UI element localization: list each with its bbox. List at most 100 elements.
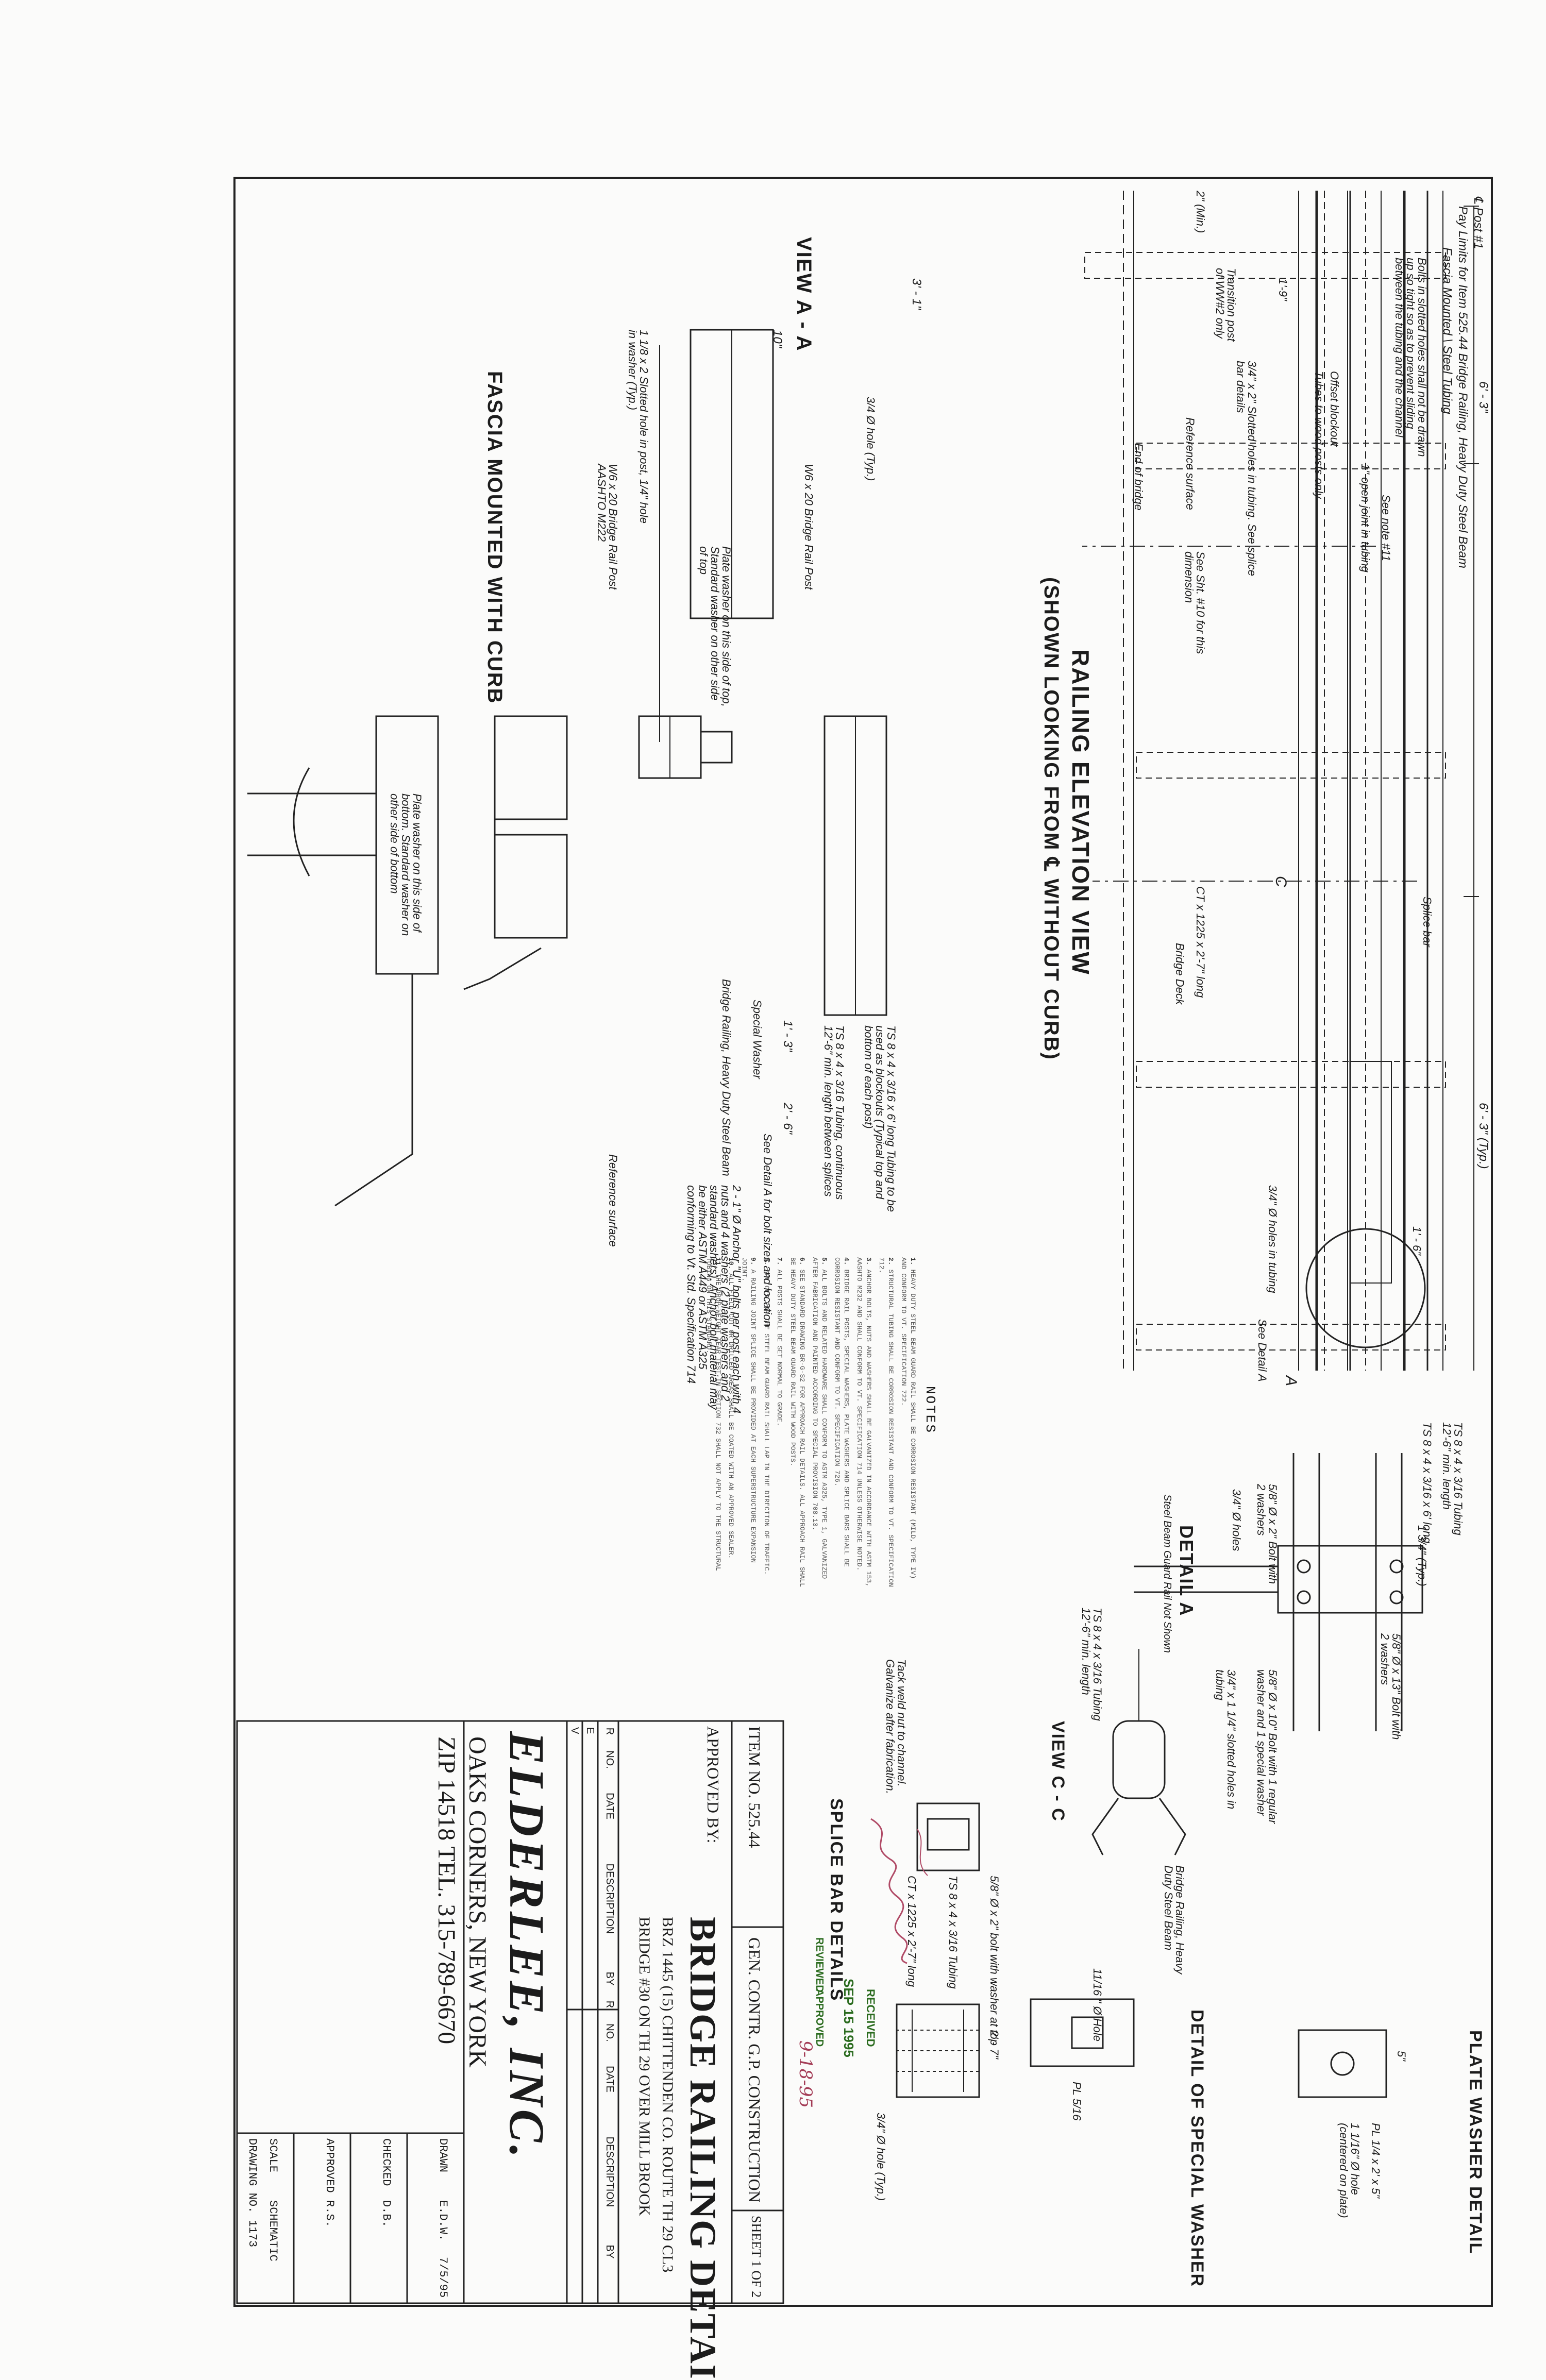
- scale-label: SCALE: [266, 2138, 279, 2173]
- view-cc-rail: Bridge Railing, Heavy Duty Steel Beam: [1162, 1865, 1186, 1974]
- view-aa-title: VIEW A - A: [793, 237, 815, 352]
- drawn-date: 7/5/95: [436, 2257, 449, 2298]
- company-address: OAKS CORNERS, NEW YORK: [464, 1736, 491, 2068]
- dim-1-6-label: 1' - 6": [1410, 1226, 1423, 1256]
- view-cc-ts: TS 8 x 4 x 3/16 Tubing 12'-6" min. lengt…: [1080, 1608, 1104, 1721]
- see-note-label: See note #11: [1380, 495, 1392, 562]
- ties-note-label: Tubes to wood posts only: [1313, 371, 1325, 499]
- dim-2-min-label: 2" (Min.): [1194, 191, 1207, 233]
- checked-label: CHECKED: [380, 2138, 393, 2186]
- slotted-holes-label: 3/4" x 2" Slotted holes in tubing. See s…: [1234, 361, 1258, 576]
- scale-value: SCHEMATIC: [266, 2200, 279, 2261]
- plate-washer-title: PLATE WASHER DETAIL: [1466, 2030, 1485, 2255]
- item-no: ITEM NO. 525.44: [745, 1726, 764, 1848]
- handwritten-signature: [870, 1818, 928, 1964]
- railing-elevation-lines: [1082, 191, 1479, 1371]
- detail-a-title: DETAIL A: [1176, 1525, 1197, 1617]
- splice-2-7: 2' - 7": [988, 2030, 1001, 2060]
- rev-col-date2: DATE: [604, 2066, 615, 2092]
- rev-col-no: NO.: [604, 1750, 615, 1769]
- rev-col-desc: DESCRIPTION: [604, 1863, 615, 1934]
- pay-limits-label: Pay Limits for Item 525.44 Bridge Railin…: [1456, 206, 1470, 568]
- bolts-note: Bolts in slotted holes shall not be draw…: [1393, 258, 1429, 457]
- drawing-sheet: ℄ Post #1 Pay Limits for Item 525.44 Bri…: [232, 175, 1494, 2380]
- detail-a-bolt10: 5/8" Ø x 10" Bolt with 1 regular washer …: [1255, 1669, 1279, 1824]
- plate-washer-hole: 1 1/16" Ø hole (centered on plate): [1337, 2123, 1362, 2218]
- checked-by: D.B.: [380, 2200, 393, 2227]
- aa-ts-cont-label: TS 8 x 4 x 3/16 Tubing, continuous 12'-6…: [822, 1025, 846, 1200]
- note-item: 7.ALL POSTS SHALL BE SET NORMAL TO GRADE…: [776, 1257, 784, 1426]
- approved-initials: R.S.: [323, 2200, 336, 2227]
- aa-rail-label: Bridge Railing, Heavy Duty Steel Beam: [720, 979, 733, 1176]
- notes-list: 1.HEAVY DUTY STEEL BEAM GUARD RAIL SHALL…: [700, 1257, 917, 1597]
- detail-a-bolt13: 5/8" Ø x 13" Bolt with 2 washers: [1379, 1633, 1403, 1740]
- note-item: 2.STRUCTURAL TUBING SHALL BE CORROSION R…: [878, 1257, 895, 1587]
- rev-row-e: E: [584, 1727, 596, 1734]
- project-line-1: BRZ 1445 (15) CHITTENDEN CO. ROUTE TH 29…: [659, 1917, 676, 2273]
- transition-post-label: Transition post of WW#2 only: [1214, 268, 1238, 342]
- rev-col-desc2: DESCRIPTION: [604, 2136, 615, 2207]
- special-washer-title: DETAIL OF SPECIAL WASHER: [1187, 2010, 1207, 2288]
- detail-a-lines: [1134, 1453, 1423, 1731]
- aa-w6-label: W6 x 20 Bridge Rail Post: [802, 464, 815, 590]
- view-cc-lines: [1091, 1649, 1186, 1855]
- note-item: 8.SPLICES FOR THE STEEL BEAM GUARD RAIL …: [762, 1257, 770, 1575]
- aa-hole-label: 3/4 Ø hole (Typ.): [864, 397, 877, 481]
- open-joint-label: 1" open joint in tubing: [1359, 464, 1372, 572]
- detail-a-bolt: 5/8" Ø x 2" Bolt with 2 washers: [1255, 1484, 1279, 1584]
- plate-washer-5: 5": [1395, 2051, 1408, 2062]
- gen-contractor: GEN. CONTR. G.P. CONSTRUCTION: [745, 1937, 764, 2203]
- washer-detail-lines: [1030, 1998, 1387, 2098]
- dim-1-9-label: 1'-9": [1276, 278, 1289, 301]
- detail-a-typ: 1 3/4" (Typ.): [1416, 1525, 1429, 1586]
- sheet-number: SHEET 1 OF 2: [749, 2216, 764, 2298]
- note-item: 3.ANCHOR BOLTS, NUTS AND WASHERS SHALL B…: [855, 1257, 872, 1587]
- aa-refsurf-label: Reference surface: [607, 1154, 619, 1247]
- aa-plate-bottom-label: Plate washer on this side of bottom. Sta…: [388, 794, 424, 936]
- approved-label: APPROVED: [323, 2138, 336, 2193]
- holes-tubing-label: 3/4" Ø holes in tubing: [1266, 1185, 1279, 1293]
- aa-slotted-label: 1 1/8 x 2 Slotted hole in post, 1/4" hol…: [626, 330, 650, 524]
- notes-title: NOTES: [922, 1386, 938, 1434]
- splice-tack: Tack weld nut to channel. Galvanize afte…: [884, 1659, 908, 1794]
- drawing-number: DRAWING NO. 1173: [246, 2138, 259, 2248]
- dim-3-1-label: 3' - 1": [910, 278, 923, 310]
- detail-a-ts1: TS 8 x 4 x 3/16 Tubing 12'-6" min. lengt…: [1440, 1422, 1465, 1535]
- drawn-by: E.D.W.: [436, 2200, 449, 2241]
- aa-plate-label: Plate washer on this side of top, Standa…: [697, 546, 733, 707]
- note-item: 10.ALL FIELD CUT OR DRILLED AREAS SHALL …: [727, 1257, 735, 1559]
- dim-1-3-label: 1' - 3": [781, 1020, 795, 1052]
- detail-a-slots: 3/4" x 1 1/4" slotted holes in tubing: [1214, 1669, 1238, 1810]
- rev-col-by: BY: [604, 1971, 615, 1986]
- elevation-subtitle: (SHOWN LOOKING FROM ℄ WITHOUT CURB): [1040, 577, 1063, 1060]
- dim-6-3-label: 6' - 3": [1476, 381, 1490, 413]
- revision-table-header: R NO. DATE DESCRIPTION BY R NO. DATE DES…: [600, 1721, 615, 2303]
- rev-col-r: R: [604, 1727, 615, 1735]
- splice-bolt: 5/8" Ø x 2" bolt with washer at top: [988, 1876, 1001, 2046]
- title-block-lines: [236, 1720, 784, 2304]
- splice-ts: TS 8 x 4 x 3/16 Tubing: [947, 1876, 960, 1989]
- sheet-border: [233, 177, 1493, 2307]
- post-label: ℄ Post #1: [1471, 196, 1485, 249]
- elevation-title: RAILING ELEVATION VIEW: [1067, 649, 1094, 975]
- note-item: 5.ALL BOLTS AND RELATED HARDWARE SHALL C…: [811, 1257, 828, 1579]
- detail-a-subtitle: Steel Beam Guard Rail Not Shown: [1162, 1494, 1173, 1653]
- fascia-mounted-label: Fascia Mounted \ Steel Tubing: [1440, 247, 1454, 414]
- bridge-deck-label: Bridge Deck: [1173, 943, 1186, 1005]
- fascia-title: FASCIA MOUNTED WITH CURB: [483, 371, 506, 704]
- splice-bar-label: Splice bar: [1421, 897, 1434, 947]
- received-stamp-date: SEP 15 1995: [841, 1979, 856, 2057]
- aa-ts-tube-label: TS 8 x 4 x 3/16 x 6' long Tubing to be u…: [862, 1025, 898, 1212]
- company-name: ELDERLEE, INC.: [499, 1731, 554, 2161]
- rev-col-date: DATE: [604, 1793, 615, 1819]
- note-item: 9.A RAILING JOINT SPLICE SHALL BE PROVID…: [740, 1257, 758, 1563]
- special-washer-pl: PL 5/16: [1070, 2082, 1083, 2121]
- note-item: 11.THE DROP-WEIGHT TEAR TEST IN SECTION …: [705, 1257, 722, 1571]
- plate-washer-pl: PL 1/4 x 2' x 5": [1369, 2123, 1382, 2199]
- note-item: 4.BRIDGE RAIL POSTS, SPECIAL WASHERS, PL…: [833, 1257, 850, 1567]
- splice-title: SPLICE BAR DETAILS: [827, 1798, 846, 2002]
- approved-stamp: APPROVED: [814, 1989, 825, 2047]
- reviewed-stamp: REVIEWED: [814, 1937, 825, 1993]
- drawing-title: BRIDGE RAILING DETAILS: [682, 1917, 724, 2380]
